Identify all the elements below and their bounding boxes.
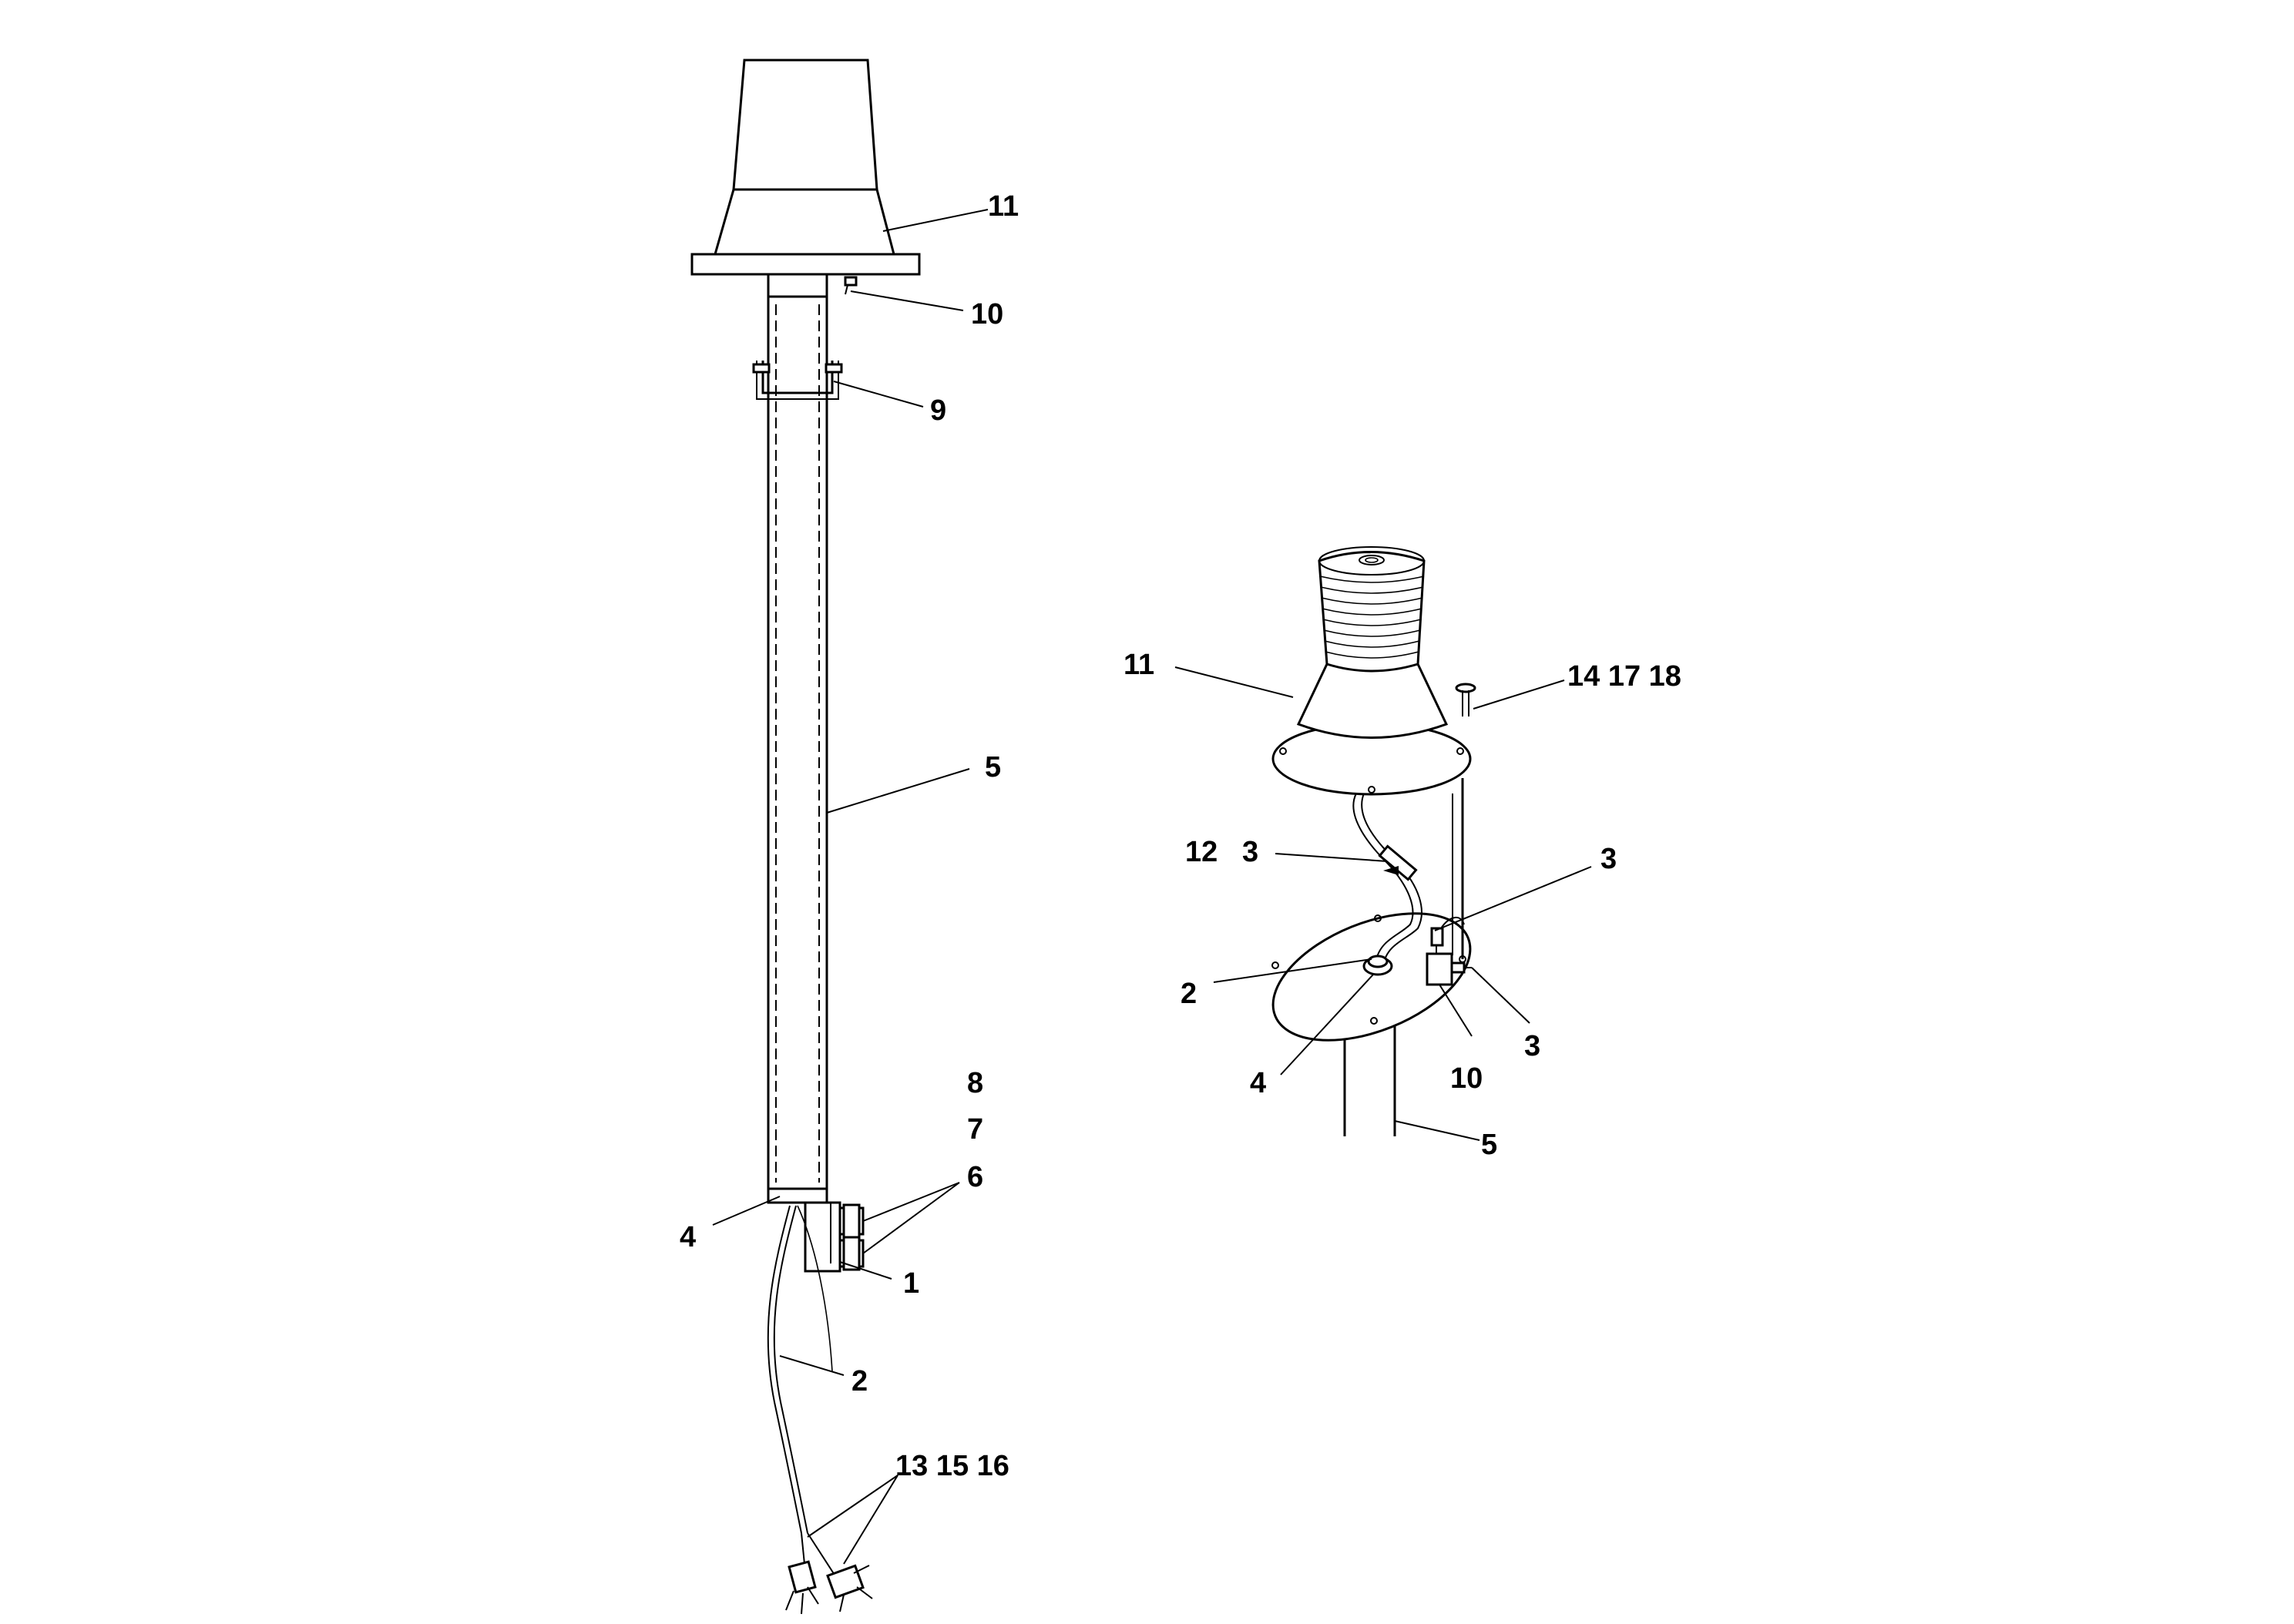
- label-14-17-18-right: 14 17 18: [1567, 660, 1681, 693]
- label-4-right: 4: [1250, 1067, 1266, 1099]
- cable-right: [1352, 793, 1422, 966]
- left-view-assembly: 11 10 9 5 8 7 6 4 1 2 13 15 16: [680, 59, 1019, 1615]
- beacon-dome-right: [1271, 546, 1472, 796]
- label-10-left: 10: [971, 298, 1003, 331]
- label-3-fuse-right: 3: [1242, 836, 1258, 868]
- label-2-right: 2: [1181, 978, 1197, 1010]
- housing-cylinder-right: [1452, 778, 1464, 959]
- label-8-left: 8: [967, 1067, 983, 1099]
- label-5-left: 5: [985, 751, 1001, 783]
- label-5-right: 5: [1481, 1129, 1497, 1161]
- callouts-left: 11 10 9 5 8 7 6 4 1 2 13 15 16: [680, 190, 1019, 1482]
- label-1-left: 1: [903, 1267, 919, 1300]
- label-3-connector-right: 3: [1600, 843, 1617, 875]
- label-12-right: 12: [1185, 836, 1218, 868]
- leader-lines-left: [712, 209, 989, 1565]
- label-11-right: 11: [1123, 649, 1154, 681]
- screw-right: [1455, 683, 1476, 716]
- cable-left: [767, 1205, 833, 1534]
- label-10-right: 10: [1450, 1062, 1483, 1095]
- right-view-assembly: 11 14 17 18 12 3 3 2 3 4 10 5: [1123, 546, 1681, 1161]
- label-3-block-right: 3: [1524, 1030, 1540, 1062]
- pole-right: [1343, 1025, 1396, 1136]
- label-13-15-16-left: 13 15 16: [895, 1450, 1009, 1482]
- dome-ribs-right: [1319, 575, 1425, 659]
- u-clamp-left: [752, 361, 843, 400]
- label-4-left: 4: [680, 1221, 696, 1253]
- leader-lines-right: [1174, 666, 1592, 1141]
- pole-left: [767, 275, 828, 1190]
- callouts-right: 11 14 17 18 12 3 3 2 3 4 10 5: [1123, 649, 1681, 1161]
- grommet-right: [1362, 955, 1393, 976]
- connectors-left: [785, 1532, 873, 1615]
- label-7-left: 7: [967, 1113, 983, 1146]
- beacon-dome-left: [690, 59, 921, 295]
- label-9-left: 9: [930, 394, 946, 427]
- label-2-left: 2: [851, 1365, 868, 1398]
- label-11-left: 11: [988, 190, 1019, 223]
- label-6-left: 6: [967, 1161, 983, 1193]
